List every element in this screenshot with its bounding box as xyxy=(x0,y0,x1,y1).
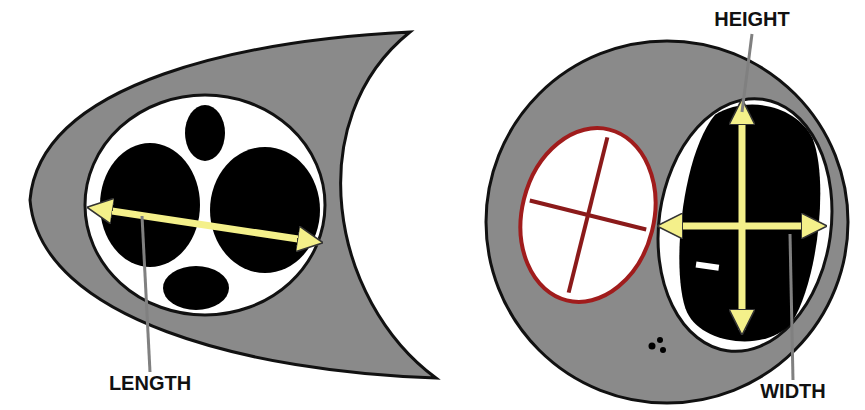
vessel xyxy=(163,266,229,310)
excluded-region xyxy=(503,114,674,317)
gap xyxy=(696,262,720,271)
vessel xyxy=(210,147,320,273)
dot xyxy=(649,343,656,350)
vessel xyxy=(100,143,200,267)
cross-section-outline xyxy=(30,32,436,378)
bundle-sheath xyxy=(642,87,848,362)
length-arrow xyxy=(92,208,318,242)
dimension-label: HEIGHT xyxy=(714,8,790,30)
excluded-ellipse xyxy=(503,114,674,317)
leader-line xyxy=(790,234,793,380)
dimension-label: LENGTH xyxy=(109,372,191,394)
dot xyxy=(660,347,666,353)
cross-section-outline xyxy=(486,41,848,403)
dot xyxy=(657,337,663,343)
measured-region xyxy=(642,87,848,362)
width-arrow xyxy=(662,223,822,230)
leader-line xyxy=(142,216,150,372)
height-arrow xyxy=(739,104,746,330)
dimension-label: WIDTH xyxy=(760,380,826,402)
vessel xyxy=(185,105,225,161)
leader-line xyxy=(742,34,752,112)
bundle-sheath xyxy=(85,95,325,315)
cross-mark xyxy=(530,200,646,229)
